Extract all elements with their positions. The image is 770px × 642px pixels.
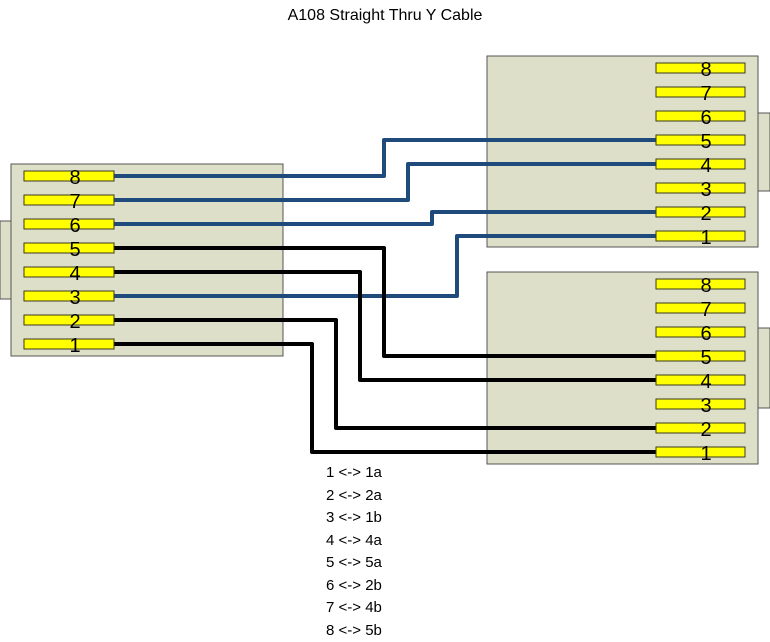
left-connector-pins: 8 7 6 5 4 3 2 1 [23, 167, 115, 357]
right-top-pin-2: 2 [655, 203, 746, 225]
right-top-pin-1: 1 [655, 227, 746, 249]
left-pin-8: 8 [23, 167, 115, 189]
right-top-pin-7: 7 [655, 83, 746, 105]
right-bottom-pin-2: 2 [655, 419, 746, 441]
mapping-line: 2 <-> 2a [326, 487, 383, 504]
svg-text:7: 7 [700, 299, 711, 321]
right-top-pin-6: 6 [655, 107, 746, 129]
left-pin-1: 1 [23, 335, 115, 357]
svg-text:2: 2 [69, 311, 80, 333]
wire-5-to-right-bottom-connector-5 [114, 246, 656, 358]
right-top-connector-tab [757, 112, 770, 192]
right-bottom-pin-1: 1 [655, 443, 746, 465]
wires [114, 138, 656, 454]
left-pin-2: 2 [23, 311, 115, 333]
right-bottom-pin-3: 3 [655, 395, 746, 417]
right-bottom-pin-6: 6 [655, 323, 746, 345]
wire-3-to-right-top-connector-1 [114, 234, 656, 298]
svg-text:8: 8 [69, 167, 80, 189]
svg-text:1: 1 [700, 227, 711, 249]
svg-text:5: 5 [700, 347, 711, 369]
right-top-connector-pins: 8 7 6 5 4 3 2 1 [655, 59, 746, 249]
wire-6-to-right-top-connector-2 [114, 210, 656, 226]
pin-mapping-list: 1 <-> 1a 2 <-> 2a 3 <-> 1b 4 <-> 4a 5 <-… [326, 464, 383, 639]
right-bottom-connector-tab [757, 327, 770, 409]
right-bottom-pin-8: 8 [655, 275, 746, 297]
wire-1-to-right-bottom-connector-1 [114, 342, 656, 454]
left-connector-body [10, 163, 284, 357]
right-top-pin-8: 8 [655, 59, 746, 81]
svg-text:2: 2 [700, 203, 711, 225]
left-connector-tab [0, 220, 12, 300]
svg-text:8: 8 [700, 59, 711, 81]
svg-text:3: 3 [700, 179, 711, 201]
svg-text:3: 3 [69, 287, 80, 309]
wire-8-to-right-top-connector-5 [114, 138, 656, 178]
svg-text:4: 4 [700, 371, 711, 393]
svg-text:6: 6 [700, 323, 711, 345]
right-bottom-pin-5: 5 [655, 347, 746, 369]
mapping-line: 4 <-> 4a [326, 532, 383, 549]
wire-7-to-right-top-connector-4 [114, 162, 656, 202]
mapping-line: 1 <-> 1a [326, 464, 383, 481]
svg-text:6: 6 [69, 215, 80, 237]
svg-text:8: 8 [700, 275, 711, 297]
right-bottom-connector-pins: 8 7 6 5 4 3 2 1 [655, 275, 746, 465]
mapping-line: 3 <-> 1b [326, 509, 382, 526]
left-pin-7: 7 [23, 191, 115, 213]
left-pin-6: 6 [23, 215, 115, 237]
mapping-line: 8 <-> 5b [326, 622, 382, 639]
svg-text:3: 3 [700, 395, 711, 417]
right-top-pin-4: 4 [655, 155, 746, 177]
wire-4-to-right-bottom-connector-4 [114, 270, 656, 382]
svg-text:1: 1 [69, 335, 80, 357]
mapping-line: 5 <-> 5a [326, 554, 383, 571]
left-pin-3: 3 [23, 287, 115, 309]
right-top-pin-3: 3 [655, 179, 746, 201]
svg-text:5: 5 [700, 131, 711, 153]
svg-text:1: 1 [700, 443, 711, 465]
right-bottom-connector-body [486, 271, 759, 465]
svg-text:6: 6 [700, 107, 711, 129]
svg-text:7: 7 [69, 191, 80, 213]
right-top-pin-5: 5 [655, 131, 746, 153]
wire-2-to-right-bottom-connector-2 [114, 318, 656, 430]
right-bottom-pin-7: 7 [655, 299, 746, 321]
svg-text:4: 4 [700, 155, 711, 177]
mapping-line: 6 <-> 2b [326, 577, 382, 594]
right-top-connector-body [486, 55, 759, 248]
svg-text:5: 5 [69, 239, 80, 261]
diagram-title: A108 Straight Thru Y Cable [288, 7, 483, 24]
left-pin-5: 5 [23, 239, 115, 261]
svg-text:7: 7 [700, 83, 711, 105]
right-bottom-pin-4: 4 [655, 371, 746, 393]
svg-text:2: 2 [700, 419, 711, 441]
left-pin-4: 4 [23, 263, 115, 285]
svg-text:4: 4 [69, 263, 80, 285]
mapping-line: 7 <-> 4b [326, 599, 382, 616]
